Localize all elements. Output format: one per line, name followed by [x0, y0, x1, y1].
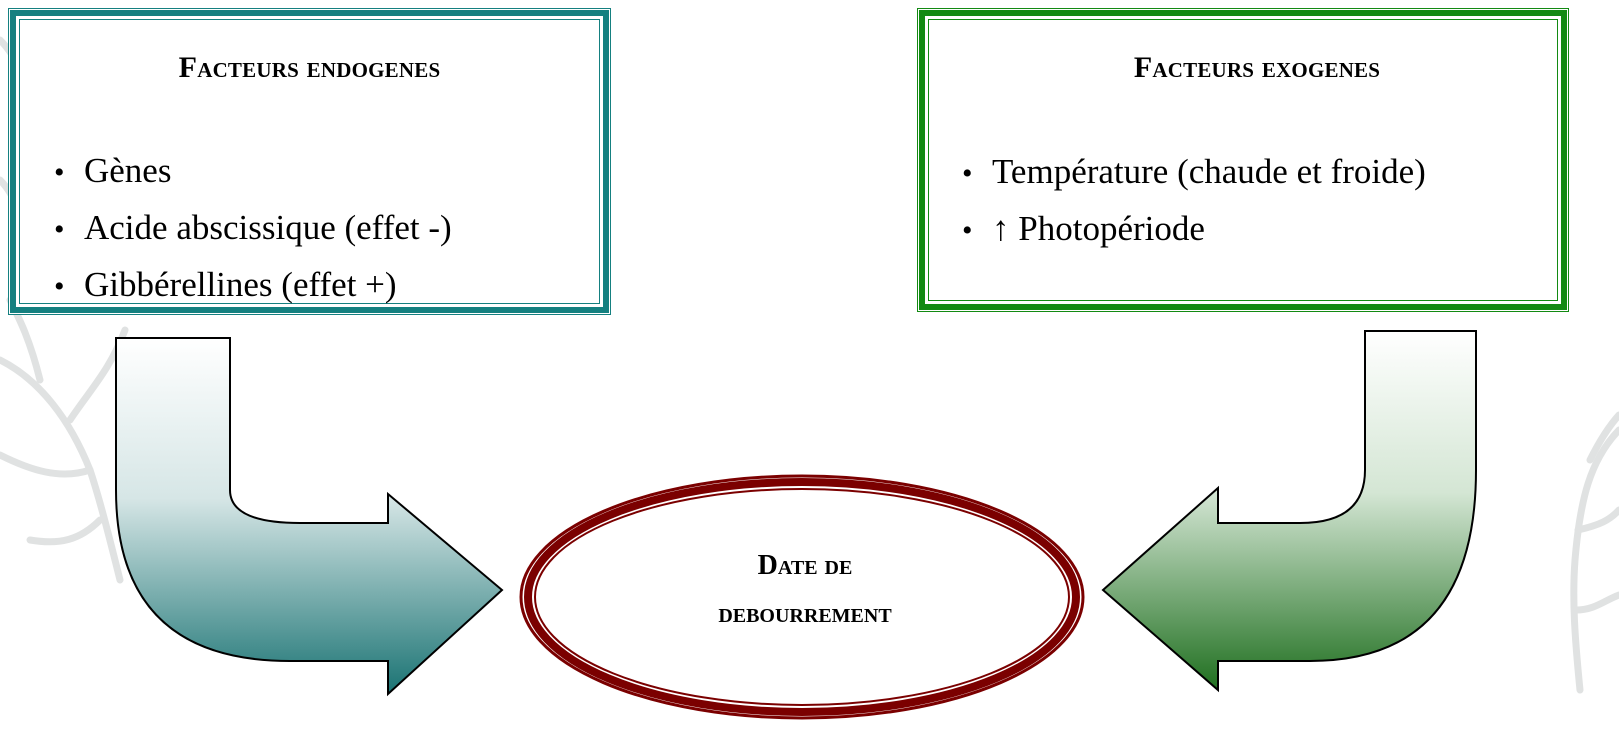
right-curved-arrow [1101, 330, 1477, 693]
left-curved-arrow [115, 337, 504, 697]
endogenous-factors-title: Facteurs endogenes [178, 51, 441, 84]
exogenous-factors-title: Facteurs exogenes [1133, 51, 1381, 84]
list-item: Gibbérellines (effet +) [54, 257, 452, 314]
list-item: ↑ Photopériode [962, 201, 1426, 258]
exogenous-factors-box: Facteurs exogenes Température (chaude et… [917, 8, 1569, 312]
center-label-line1: Date de [757, 550, 853, 581]
list-item: Gènes [54, 143, 452, 200]
endogenous-factors-list: Gènes Acide abscissique (effet -) Gibbér… [54, 143, 452, 314]
list-item: Température (chaude et froide) [962, 144, 1426, 201]
budburst-date-label: Date de debourrement [640, 542, 970, 638]
center-ellipse [519, 474, 1085, 720]
endogenous-factors-box: Facteurs endogenes Gènes Acide abscissiq… [8, 8, 611, 315]
list-item: Acide abscissique (effet -) [54, 200, 452, 257]
center-label-line2: debourrement [718, 598, 892, 629]
exogenous-factors-list: Température (chaude et froide) ↑ Photopé… [962, 144, 1426, 258]
